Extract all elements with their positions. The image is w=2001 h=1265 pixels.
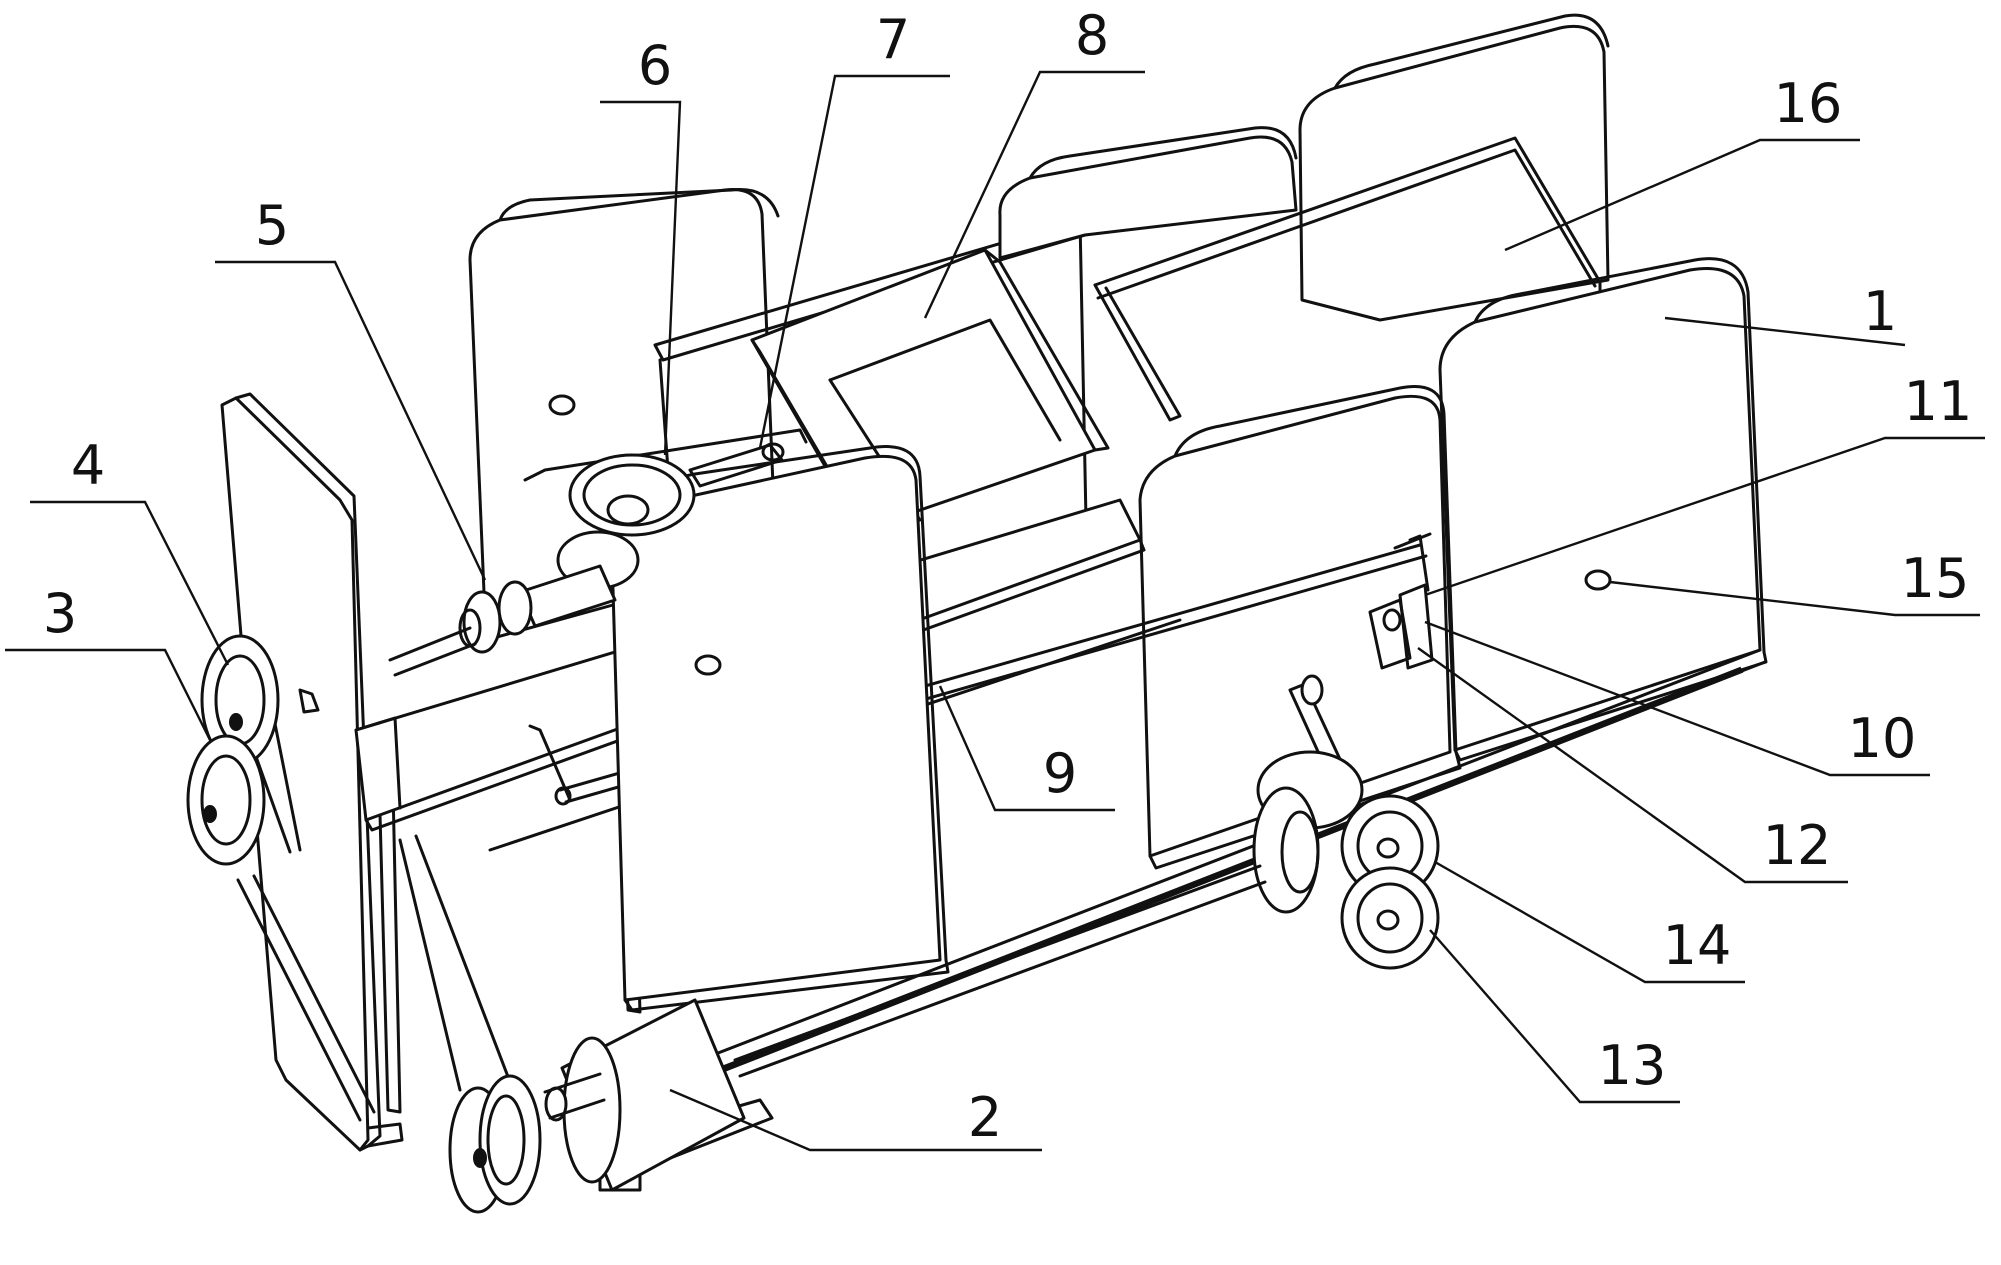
hole-15-icon — [1584, 569, 1612, 591]
callout-10: 10 — [1848, 707, 1917, 770]
filter-plate-front-middle — [1138, 385, 1462, 870]
pulleys-13-14 — [1252, 674, 1440, 970]
callout-13: 13 — [1598, 1034, 1667, 1097]
leader-lines — [5, 70, 1985, 1152]
callout-labels: 1 2 3 4 5 6 7 8 9 10 11 12 13 14 15 16 — [43, 4, 1973, 1149]
callout-2: 2 — [968, 1086, 1002, 1149]
callout-6: 6 — [638, 34, 672, 97]
callout-12: 12 — [1763, 814, 1832, 877]
callout-11: 11 — [1904, 370, 1973, 433]
callout-14: 14 — [1663, 914, 1732, 977]
callout-1: 1 — [1863, 280, 1897, 343]
drive-shaft — [733, 864, 1267, 1078]
callout-5: 5 — [255, 194, 289, 257]
hole-icon — [548, 394, 576, 416]
callout-8: 8 — [1075, 4, 1109, 67]
pulleys-3-4 — [186, 634, 320, 866]
hole-icon — [694, 654, 722, 676]
callout-16: 16 — [1774, 72, 1843, 135]
callout-4: 4 — [71, 434, 105, 497]
left-end-plate — [220, 392, 404, 1152]
callout-7: 7 — [876, 8, 910, 71]
callout-9: 9 — [1043, 742, 1077, 805]
filter-plate-front-right — [1438, 257, 1768, 762]
filter-plate-back-right — [1298, 13, 1610, 322]
bracket-10-11-12 — [1368, 532, 1434, 670]
filter-plate-back-middle — [998, 126, 1298, 260]
coupling-5 — [388, 564, 617, 677]
callout-15: 15 — [1901, 547, 1970, 610]
lower-pulley — [398, 834, 542, 1214]
callout-3: 3 — [43, 582, 77, 645]
motor-2 — [543, 998, 774, 1192]
top-bridge-16 — [1093, 136, 1602, 422]
